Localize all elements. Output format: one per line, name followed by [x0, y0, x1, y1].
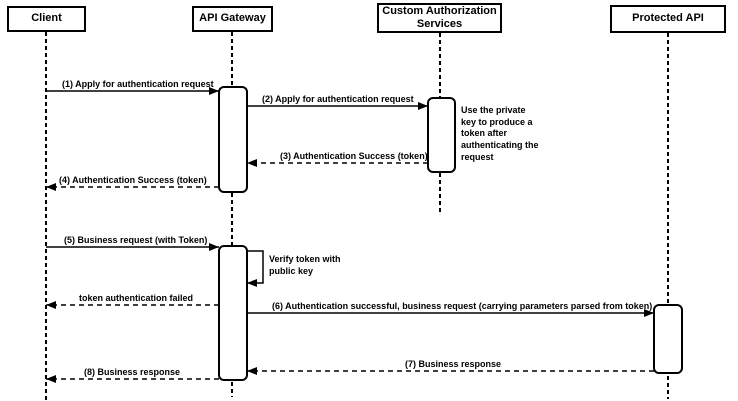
message-7-label: (7) Business response	[405, 359, 502, 369]
participant-protected-api-label: Protected API	[632, 12, 704, 25]
participant-custom-authorization-services: Custom Authorization Services	[377, 3, 502, 33]
participant-client-label: Client	[31, 12, 62, 25]
participant-api-gateway-label: API Gateway	[199, 12, 266, 25]
message-3-label: (3) Authentication Success (token)	[280, 151, 428, 161]
message-1-label: (1) Apply for authentication request	[62, 79, 214, 89]
custom-auth-activation	[427, 97, 456, 173]
participant-api-gateway: API Gateway	[192, 6, 273, 32]
verify-token-note: Verify token with public key	[269, 254, 341, 276]
participant-client: Client	[7, 6, 86, 32]
message-8-label: (8) Business response	[84, 367, 181, 377]
participant-custom-auth-label: Custom Authorization Services	[382, 4, 497, 30]
message-4-label: (4) Authentication Success (token)	[59, 175, 207, 185]
token-failed-label: token authentication failed	[79, 293, 194, 303]
message-2-label: (2) Apply for authentication request	[262, 94, 414, 104]
verify-token-self-loop-arrow	[247, 250, 264, 287]
private-key-note: Use the private key to produce a token a…	[461, 105, 539, 162]
message-5-label: (5) Business request (with Token)	[64, 235, 208, 245]
message-6-label: (6) Authentication successful, business …	[272, 301, 653, 311]
protected-api-activation	[653, 304, 683, 374]
participant-protected-api: Protected API	[610, 5, 726, 33]
api-gateway-activation-2	[218, 245, 248, 381]
api-gateway-activation-1	[218, 86, 248, 193]
